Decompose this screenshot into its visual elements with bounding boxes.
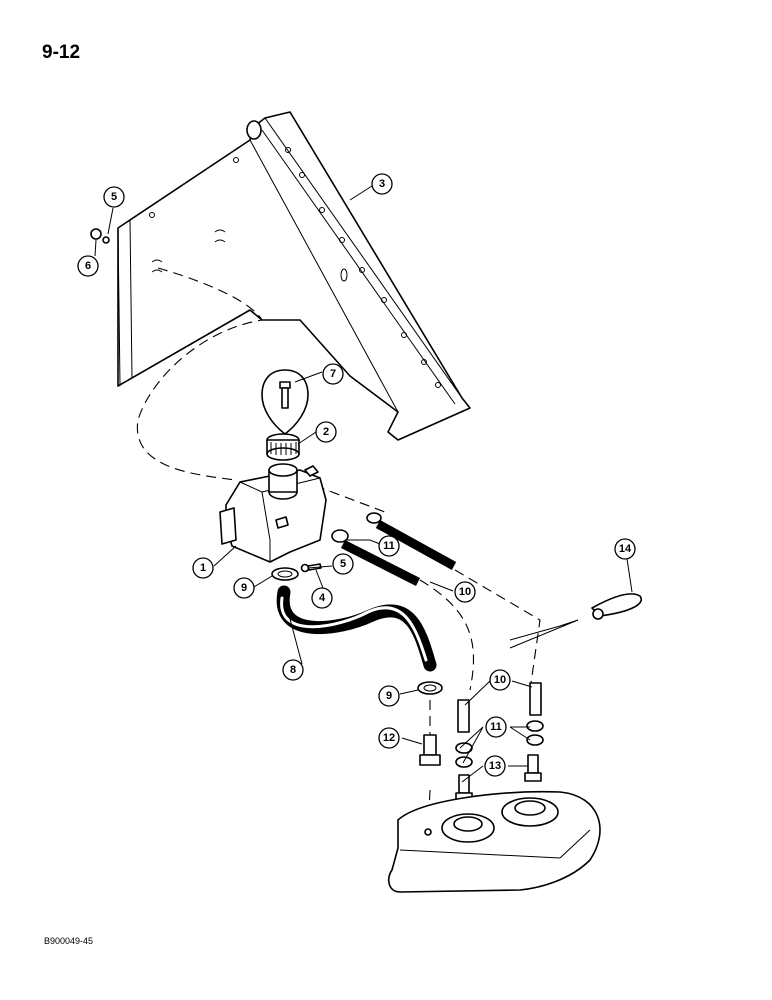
callout-9-lower: 9 xyxy=(378,685,400,707)
callout-label: 7 xyxy=(330,368,336,380)
callout-13: 13 xyxy=(484,755,506,777)
figure-code: B900049-45 xyxy=(44,936,94,946)
callout-3: 3 xyxy=(371,173,393,195)
callout-10-lower: 10 xyxy=(489,669,511,691)
main-hose xyxy=(276,585,437,672)
nut-washer-upper xyxy=(90,228,110,244)
callout-label: 11 xyxy=(383,540,395,552)
page-number: 9-12 xyxy=(42,42,81,63)
reservoir-tank xyxy=(219,463,327,563)
callout-label: 5 xyxy=(111,191,117,203)
callout-11-upper: 11 xyxy=(378,535,400,557)
callout-6: 6 xyxy=(77,255,99,277)
callout-10-upper: 10 xyxy=(454,581,476,603)
gearbox-housing xyxy=(387,790,601,893)
callout-label: 9 xyxy=(386,690,392,702)
tubes-upper xyxy=(331,512,457,587)
callout-5-upper: 5 xyxy=(103,186,125,208)
callout-label: 5 xyxy=(340,558,346,570)
hose-clamp-lower xyxy=(417,681,443,695)
callout-11-lower: 11 xyxy=(485,716,507,738)
callout-12: 12 xyxy=(378,727,400,749)
callout-label: 10 xyxy=(459,586,471,598)
callout-label: 13 xyxy=(489,760,501,772)
breather-detail xyxy=(261,369,309,435)
fittings-13 xyxy=(455,754,542,802)
callout-label: 14 xyxy=(619,543,632,555)
mounting-panel xyxy=(117,111,471,441)
leader-lines xyxy=(94,185,633,783)
tubes-lower xyxy=(457,682,542,733)
filler-cap xyxy=(266,433,300,461)
callout-label: 11 xyxy=(490,721,502,733)
callout-5-lower: 5 xyxy=(332,553,354,575)
callout-label: 8 xyxy=(290,664,296,676)
callout-label: 2 xyxy=(323,426,329,438)
hose-clamp-upper xyxy=(271,567,299,581)
callout-label: 4 xyxy=(319,592,326,604)
callout-label: 12 xyxy=(383,732,395,744)
callout-label: 1 xyxy=(200,562,206,574)
callout-9-upper: 9 xyxy=(233,577,255,599)
fitting-12 xyxy=(419,734,441,766)
callout-label: 6 xyxy=(85,260,91,272)
callout-14: 14 xyxy=(614,538,636,560)
callout-8: 8 xyxy=(282,659,304,681)
callout-1: 1 xyxy=(192,557,214,579)
callout-label: 10 xyxy=(494,674,506,686)
callout-2: 2 xyxy=(315,421,337,443)
callout-label: 3 xyxy=(379,178,385,190)
strap-tie xyxy=(509,593,643,649)
callout-7: 7 xyxy=(322,363,344,385)
callout-4: 4 xyxy=(311,587,333,609)
callout-label: 9 xyxy=(241,582,247,594)
